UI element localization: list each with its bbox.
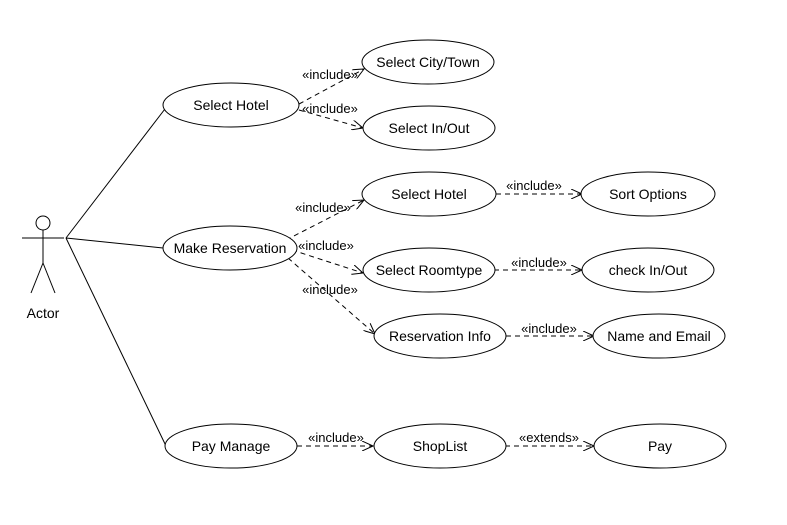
include-arrow-reservation-info [287,257,375,334]
association-select-hotel [65,104,169,239]
stereotype-label: «include» [302,101,358,116]
use-case-label: Select In/Out [389,120,470,136]
include-arrow-select-hotel [285,200,364,241]
use-case-pay-manage[interactable]: Pay Manage [164,423,298,469]
use-case-label: check In/Out [609,262,688,278]
actor[interactable]: Actor [22,215,64,321]
stereotype-label: «include» [511,255,567,270]
association-pay-manage [65,237,167,447]
use-case-make-reservation[interactable]: Make Reservation [162,225,298,271]
stereotype-label: «include» [302,67,358,82]
stereotype-label: «include» [308,430,364,445]
use-case-select-city-town[interactable]: Select City/Town [361,39,495,85]
use-case-name-and-email[interactable]: Name and Email [592,313,726,359]
stereotype-label: «include» [521,321,577,336]
use-case-reservation-info[interactable]: Reservation Info [373,313,507,359]
use-case-label: Sort Options [609,186,687,202]
use-case-label: Reservation Info [389,328,491,344]
include-arrow-select-roomtype [291,249,363,273]
include-arrow-in-out [298,109,363,128]
use-case-shoplist[interactable]: ShopList [373,423,507,469]
include-arrow-city-town [298,69,364,105]
use-case-select-in-out[interactable]: Select In/Out [362,105,496,151]
use-case-label: Pay [648,438,672,454]
use-case-label: ShopList [413,438,468,454]
use-case-select-roomtype[interactable]: Select Roomtype [362,247,496,293]
use-case-select-hotel[interactable]: Select Hotel [162,82,300,128]
stereotype-label: «include» [298,238,354,253]
use-case-label: Pay Manage [192,438,271,454]
actor-leg-right [42,262,56,294]
use-case-select-hotel-reservation[interactable]: Select Hotel [361,171,497,217]
stereotype-label: «extends» [519,430,579,445]
use-case-label: Select Roomtype [376,262,483,278]
stereotype-label: «include» [302,282,358,297]
stereotype-label: «include» [506,178,562,193]
use-case-pay[interactable]: Pay [593,423,727,469]
use-case-label: Name and Email [607,328,711,344]
use-case-label: Select Hotel [193,97,268,113]
use-case-label: Make Reservation [174,240,287,256]
actor-leg-left [30,262,44,294]
use-case-sort-options[interactable]: Sort Options [580,171,716,217]
association-make-reservation [65,237,164,249]
use-case-label: Select City/Town [376,54,479,70]
use-case-label: Select Hotel [391,186,466,202]
use-case-check-in-out[interactable]: check In/Out [581,247,715,293]
actor-label: Actor [27,305,60,321]
stereotype-label: «include» [295,200,351,215]
actor-head [35,215,51,231]
